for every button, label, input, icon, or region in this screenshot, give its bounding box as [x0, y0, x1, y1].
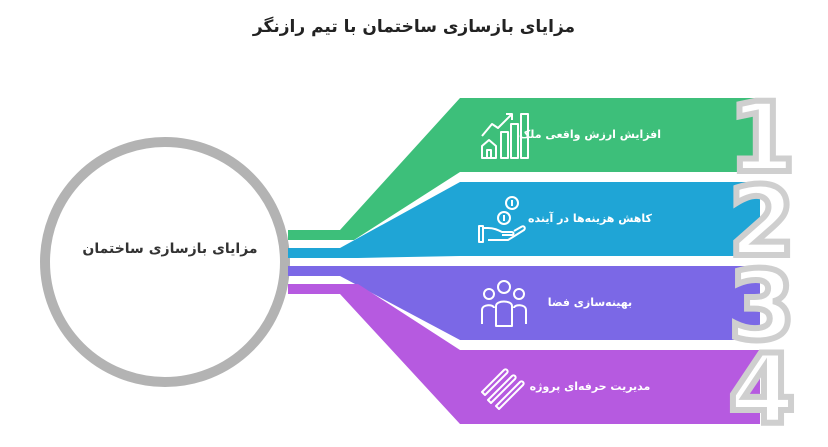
center-label: مزایای بازسازی ساختمان — [82, 241, 258, 257]
page-title: مزایای بازسازی ساختمان با تیم رازنگر — [252, 17, 576, 37]
center-circle — [40, 137, 290, 387]
item-label-2: کاهش هزینه‌ها در آینده — [528, 212, 652, 225]
item-number-3: 3 — [726, 250, 799, 362]
item-label-4: مدیریت حرفه‌ای پروژه — [529, 380, 651, 393]
item-number-2: 2 — [726, 166, 799, 278]
pencils-icon — [481, 368, 525, 410]
house-growth-chart-icon — [481, 113, 529, 159]
band-1 — [288, 98, 760, 240]
item-label-3: بهینه‌سازی فضا — [547, 296, 633, 309]
band-4 — [288, 284, 760, 424]
item-label-1: افزایش ارزش واقعی ملک — [518, 128, 662, 141]
people-group-icon — [481, 280, 527, 327]
band-3 — [288, 266, 760, 340]
band-2 — [288, 182, 760, 258]
item-number-4: 4 — [726, 334, 799, 446]
coin-hand-icon — [478, 196, 526, 243]
item-number-1: 1 — [726, 82, 799, 194]
